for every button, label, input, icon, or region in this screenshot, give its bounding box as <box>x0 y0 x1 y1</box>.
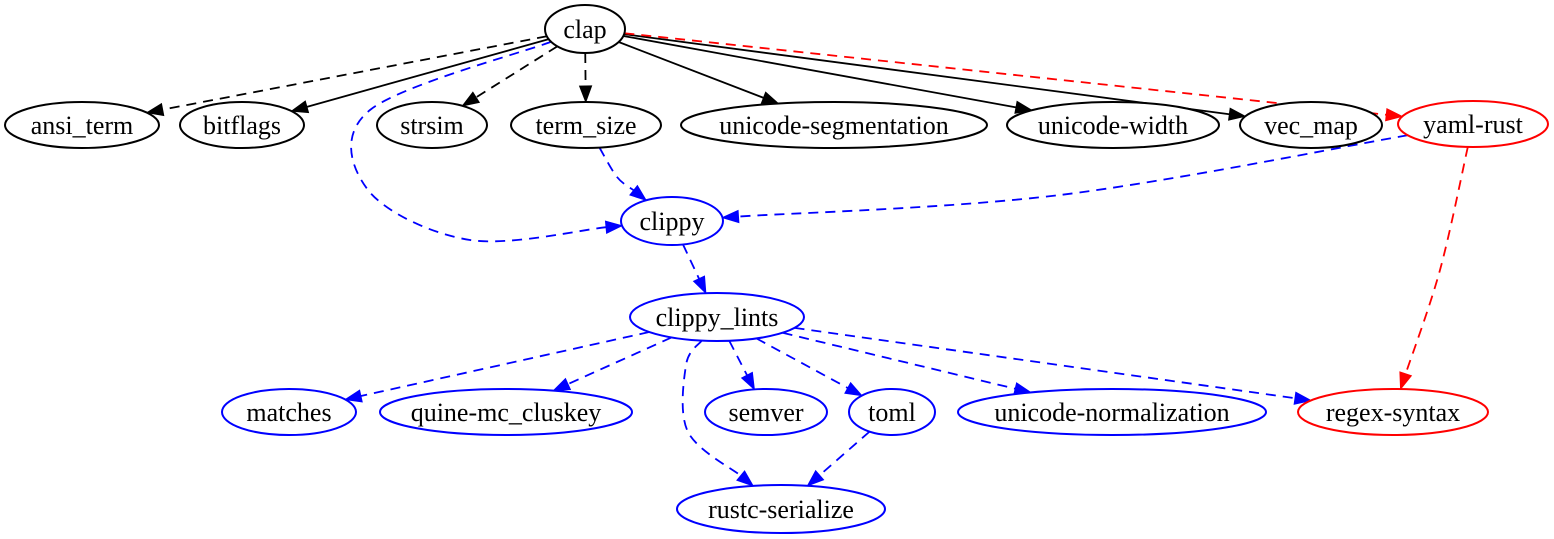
node-label-yaml-rust: yaml-rust <box>1423 110 1523 139</box>
edge-clippy_lints-to-semver <box>728 340 748 376</box>
edge-clap-to-ansi_term <box>162 35 548 111</box>
edges-layer <box>145 32 1469 487</box>
node-label-rustc-serialize: rustc-serialize <box>708 495 854 524</box>
node-matches <box>221 388 357 436</box>
node-unicode-normalization <box>957 388 1267 436</box>
node-clippy <box>620 196 724 246</box>
node-unicode-segmentation <box>680 101 988 149</box>
node-rustc-serialize <box>676 484 886 534</box>
node-vec_map <box>1239 101 1383 149</box>
edge-clippy-to-clippy_lints <box>682 244 700 280</box>
node-label-bitflags: bitflags <box>203 111 281 140</box>
node-label-semver: semver <box>728 398 803 427</box>
edge-clap-to-bitflags <box>306 38 549 108</box>
node-strsim <box>376 101 488 149</box>
arrowhead-clippy_lints-to-toml <box>844 381 864 397</box>
arrowhead-clippy_lints-to-quine-mc_cluskey <box>552 377 572 392</box>
arrowhead-term_size-to-clippy <box>629 184 648 202</box>
arrowhead-clap-to-unicode-segmentation <box>760 91 780 105</box>
node-unicode-width <box>1006 101 1220 149</box>
edge-clap-to-unicode-width <box>623 35 1017 109</box>
node-label-clap: clap <box>563 15 606 44</box>
node-term_size <box>510 101 662 149</box>
arrowhead-clap-to-yaml-rust <box>1385 107 1404 122</box>
edge-clippy_lints-to-rustc-serialize <box>681 340 742 477</box>
node-label-matches: matches <box>246 398 331 427</box>
edge-clippy_lints-to-quine-mc_cluskey <box>567 336 672 385</box>
arrowhead-clap-to-ansi_term <box>145 102 165 117</box>
arrowhead-clap-to-strsim <box>461 91 481 107</box>
arrowhead-clap-to-term_size <box>578 85 593 104</box>
edge-clap-to-vec_map <box>623 33 1230 116</box>
arrowhead-yaml-rust-to-clippy <box>721 209 740 224</box>
node-ansi_term <box>4 101 160 149</box>
node-label-clippy: clippy <box>640 207 705 236</box>
node-label-term_size: term_size <box>535 111 636 140</box>
node-label-regex-syntax: regex-syntax <box>1326 398 1460 427</box>
node-label-unicode-normalization: unicode-normalization <box>994 398 1229 427</box>
node-semver <box>704 388 828 436</box>
edge-term_size-to-clippy <box>598 147 635 192</box>
edge-toml-to-rustc-serialize <box>819 430 871 476</box>
node-label-clippy_lints: clippy_lints <box>656 303 779 332</box>
node-label-strsim: strsim <box>400 111 464 140</box>
node-label-unicode-segmentation: unicode-segmentation <box>719 111 949 140</box>
edge-yaml-rust-to-clippy <box>738 134 1408 218</box>
arrowhead-clippy_lints-to-matches <box>343 389 363 403</box>
node-clap <box>544 4 626 54</box>
edge-clap-to-unicode-segmentation <box>618 41 764 99</box>
node-label-ansi_term: ansi_term <box>31 111 134 140</box>
node-toml <box>848 388 936 436</box>
arrowhead-yaml-rust-to-regex-syntax <box>1399 371 1413 391</box>
node-bitflags <box>179 101 305 149</box>
node-quine-mc_cluskey <box>379 388 633 436</box>
node-yaml-rust <box>1397 100 1549 148</box>
edge-clippy_lints-to-matches <box>360 331 650 397</box>
arrowhead-clap-to-clippy <box>604 220 624 234</box>
arrowhead-clippy-to-clippy_lints <box>692 275 707 295</box>
node-label-vec_map: vec_map <box>1264 111 1358 140</box>
node-label-toml: toml <box>868 398 916 427</box>
edge-yaml-rust-to-regex-syntax <box>1404 146 1469 375</box>
edge-clap-to-yaml-rust <box>624 32 1387 116</box>
arrowhead-clap-to-bitflags <box>290 100 310 114</box>
edge-clippy_lints-to-unicode-normalization <box>782 331 1016 390</box>
arrowhead-clippy_lints-to-semver <box>740 371 756 391</box>
edge-clippy_lints-to-regex-syntax <box>794 327 1296 400</box>
arrowhead-clippy_lints-to-rustc-serialize <box>736 470 755 487</box>
edge-clap-to-strsim <box>475 45 558 99</box>
node-label-quine-mc_cluskey: quine-mc_cluskey <box>411 398 602 427</box>
node-label-unicode-width: unicode-width <box>1038 111 1188 140</box>
edge-clap-to-clippy <box>350 40 607 243</box>
node-clippy_lints <box>629 292 805 342</box>
arrowhead-clap-to-vec_map <box>1228 107 1247 121</box>
arrowhead-toml-to-rustc-serialize <box>806 469 825 487</box>
edge-clippy_lints-to-toml <box>755 337 849 389</box>
node-regex-syntax <box>1297 388 1489 436</box>
